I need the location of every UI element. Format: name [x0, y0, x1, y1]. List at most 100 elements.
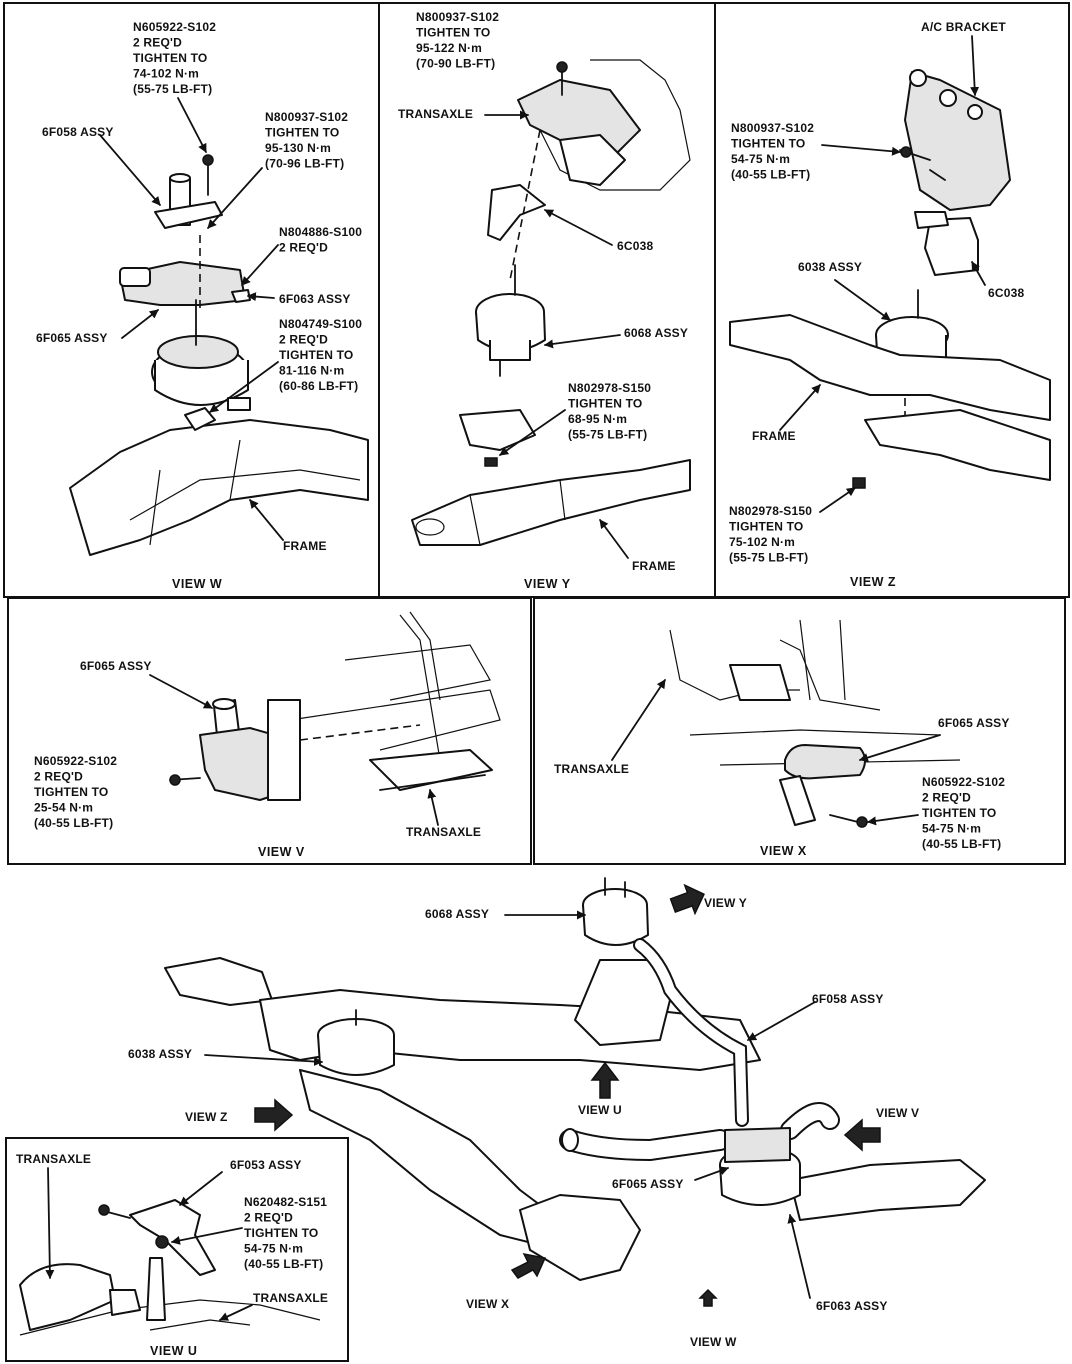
- callout-line: VIEW U: [578, 1103, 622, 1117]
- callout-line: (40-55 LB-FT): [34, 816, 113, 830]
- callout-line: TRANSAXLE: [253, 1291, 328, 1305]
- view-x-callout-0: TRANSAXLE: [554, 762, 629, 776]
- callout-line: N802978-S150: [568, 381, 651, 395]
- callout-line: FRAME: [632, 559, 676, 573]
- callout-line: 6F058 ASSY: [812, 992, 884, 1006]
- callout-line: 6038 ASSY: [128, 1047, 192, 1061]
- callout-line: 6F065 ASSY: [612, 1177, 684, 1191]
- main-callout-2: 6F058 ASSY: [812, 992, 884, 1006]
- view-u-callout-3: TRANSAXLE: [253, 1291, 328, 1305]
- callout-line: 81-116 N·m: [279, 364, 344, 378]
- callout-line: 95-122 N·m: [416, 41, 482, 55]
- view-y-callout-2: 6C038: [617, 239, 653, 253]
- callout-line: 68-95 N·m: [568, 412, 627, 426]
- view-y-title: VIEW Y: [524, 577, 571, 591]
- main-callout-5: VIEW U: [578, 1103, 622, 1117]
- callout-line: TIGHTEN TO: [265, 126, 339, 140]
- callout-line: 6068 ASSY: [425, 907, 489, 921]
- callout-line: TIGHTEN TO: [568, 397, 642, 411]
- callout-line: N605922-S102: [34, 754, 117, 768]
- callout-line: TRANSAXLE: [16, 1152, 91, 1166]
- view-y-callout-1: TRANSAXLE: [398, 107, 473, 121]
- callout-line: 75-102 N·m: [729, 535, 795, 549]
- callout-line: 95-130 N·m: [265, 141, 331, 155]
- view-v-callout-0: 6F065 ASSY: [80, 659, 152, 673]
- callout-line: TIGHTEN TO: [731, 137, 805, 151]
- callout-line: VIEW Y: [704, 896, 747, 910]
- main-callout-10: 6F063 ASSY: [816, 1299, 888, 1313]
- callout-line: N802978-S150: [729, 504, 812, 518]
- view-u-callout-1: 6F053 ASSY: [230, 1158, 302, 1172]
- callout-line: 6C038: [617, 239, 653, 253]
- view-y-callout-5: FRAME: [632, 559, 676, 573]
- view-v-art: [169, 611, 501, 801]
- callout-line: (70-96 LB-FT): [265, 157, 344, 171]
- view-u-title: VIEW U: [150, 1344, 197, 1358]
- callout-line: 54-75 N·m: [244, 1242, 303, 1256]
- callout-line: 6F063 ASSY: [279, 292, 351, 306]
- view-x-art: [669, 619, 961, 828]
- view-z-callout-4: FRAME: [752, 429, 796, 443]
- callout-line: N605922-S102: [922, 775, 1005, 789]
- callout-line: N605922-S102: [133, 20, 216, 34]
- main-assembly-art: [164, 877, 986, 1307]
- main-callout-3: 6038 ASSY: [128, 1047, 192, 1061]
- view-z-art: [729, 69, 1051, 489]
- main-callout-1: VIEW Y: [704, 896, 747, 910]
- callout-line: (70-90 LB-FT): [416, 57, 495, 71]
- view-z-callout-0: A/C BRACKET: [921, 20, 1006, 34]
- callout-line: 2 REQ'D: [922, 791, 971, 805]
- callout-line: (55-75 LB-FT): [568, 428, 647, 442]
- callout-line: 6F058 ASSY: [42, 125, 114, 139]
- callout-line: 6F065 ASSY: [36, 331, 108, 345]
- callout-line: 6068 ASSY: [624, 326, 688, 340]
- callout-line: TIGHTEN TO: [729, 520, 803, 534]
- callout-line: 6038 ASSY: [798, 260, 862, 274]
- view-z-callout-3: 6C038: [988, 286, 1024, 300]
- callout-line: (60-86 LB-FT): [279, 379, 358, 393]
- callout-line: TIGHTEN TO: [133, 51, 207, 65]
- view-w-callout-4: 6F063 ASSY: [279, 292, 351, 306]
- callout-line: VIEW W: [690, 1335, 737, 1349]
- view-w-callout-7: FRAME: [283, 539, 327, 553]
- callout-line: 74-102 N·m: [133, 67, 199, 81]
- callout-line: 6F053 ASSY: [230, 1158, 302, 1172]
- callout-line: 2 REQ'D: [34, 770, 83, 784]
- leader-lines: [45, 35, 986, 1321]
- callout-line: VIEW V: [876, 1106, 919, 1120]
- view-titles: VIEW W VIEW Y VIEW Z VIEW V VIEW X VIEW …: [150, 575, 896, 1358]
- view-y-callout-3: 6068 ASSY: [624, 326, 688, 340]
- callout-line: A/C BRACKET: [921, 20, 1006, 34]
- main-callout-8: VIEW X: [466, 1297, 509, 1311]
- view-v-callout-2: TRANSAXLE: [406, 825, 481, 839]
- callout-line: N800937-S102: [416, 10, 499, 24]
- main-callout-7: 6F065 ASSY: [612, 1177, 684, 1191]
- view-x-title: VIEW X: [760, 844, 807, 858]
- view-u-callout-0: TRANSAXLE: [16, 1152, 91, 1166]
- callout-line: TIGHTEN TO: [416, 26, 490, 40]
- callout-line: TRANSAXLE: [406, 825, 481, 839]
- view-w-art: [69, 154, 369, 556]
- callout-line: VIEW X: [466, 1297, 509, 1311]
- callout-line: N620482-S151: [244, 1195, 327, 1209]
- callout-line: TIGHTEN TO: [34, 785, 108, 799]
- callout-line: TIGHTEN TO: [922, 806, 996, 820]
- callout-line: 54-75 N·m: [731, 152, 790, 166]
- view-y-art: [411, 59, 691, 546]
- main-callout-6: VIEW V: [876, 1106, 919, 1120]
- view-w-title: VIEW W: [172, 577, 222, 591]
- main-callout-0: 6068 ASSY: [425, 907, 489, 921]
- callout-line: (55-75 LB-FT): [133, 82, 212, 96]
- view-z-callout-2: 6038 ASSY: [798, 260, 862, 274]
- callout-line: 6F063 ASSY: [816, 1299, 888, 1313]
